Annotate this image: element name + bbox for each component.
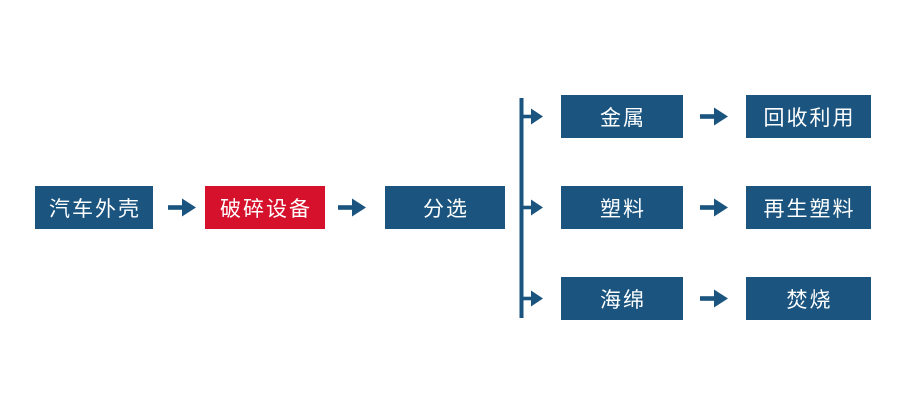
node-recycled-plastic: 再生塑料 bbox=[746, 186, 871, 229]
node-metal: 金属 bbox=[561, 95, 683, 138]
node-recycling-label: 回收利用 bbox=[763, 105, 856, 130]
branch-connector bbox=[519, 98, 543, 318]
arrow-right-icon bbox=[700, 198, 728, 217]
node-sorting: 分选 bbox=[385, 186, 505, 229]
node-sponge: 海绵 bbox=[561, 277, 683, 320]
branch-arrow-icon bbox=[521, 199, 543, 216]
node-metal-label: 金属 bbox=[600, 105, 646, 130]
arrow-right-icon bbox=[700, 107, 728, 126]
branch-arrow-icon bbox=[521, 290, 543, 307]
arrow-right-icon bbox=[338, 198, 366, 217]
node-recycling: 回收利用 bbox=[746, 95, 871, 138]
arrow-right-icon bbox=[168, 198, 196, 217]
node-incineration-label: 焚烧 bbox=[786, 287, 833, 312]
node-sponge-label: 海绵 bbox=[600, 287, 646, 312]
node-car-shell-label: 汽车外壳 bbox=[49, 196, 141, 221]
node-plastic-label: 塑料 bbox=[600, 196, 646, 221]
node-recycled-plastic-label: 再生塑料 bbox=[763, 196, 856, 221]
arrow-right-icon bbox=[700, 289, 728, 308]
node-crusher: 破碎设备 bbox=[205, 186, 325, 229]
branch-arrow-icon bbox=[521, 108, 543, 125]
node-sorting-label: 分选 bbox=[423, 196, 469, 221]
node-incineration: 焚烧 bbox=[746, 277, 871, 320]
node-car-shell: 汽车外壳 bbox=[35, 186, 153, 229]
node-crusher-label: 破碎设备 bbox=[220, 196, 312, 221]
node-plastic: 塑料 bbox=[561, 186, 683, 229]
